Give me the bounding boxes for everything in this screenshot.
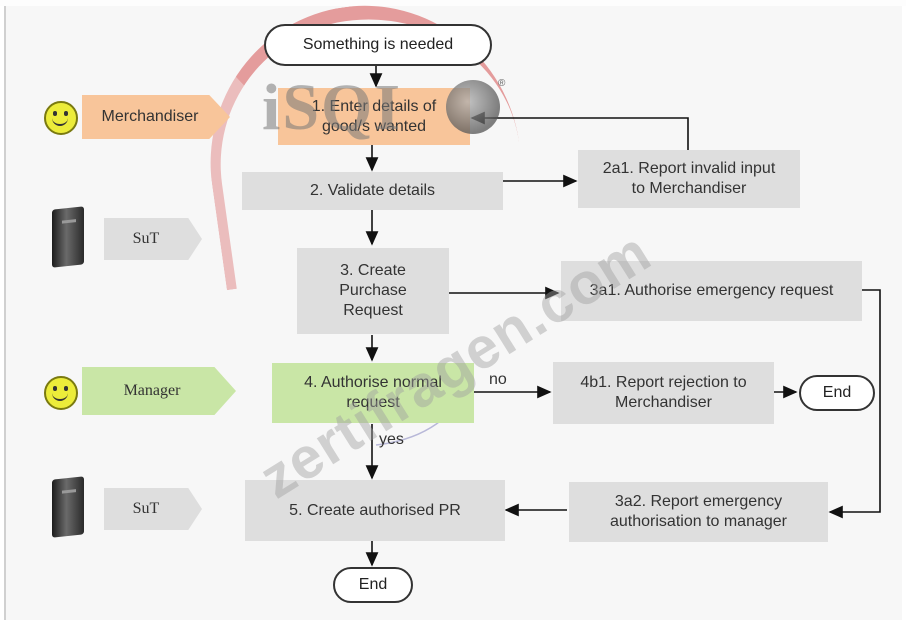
step-1-enter-details: 1. Enter details of good/s wanted	[278, 88, 470, 145]
step-2a1-report-invalid: 2a1. Report invalid input to Merchandise…	[578, 150, 800, 208]
step-3-label: 3. Create Purchase Request	[339, 262, 407, 319]
end-node-1: End	[799, 375, 875, 411]
step-4-label: 4. Authorise normal request	[304, 374, 442, 411]
end-node-2: End	[333, 567, 413, 603]
step-4b1-report-rejection: 4b1. Report rejection to Merchandiser	[553, 362, 774, 424]
actor-merchandiser: Merchandiser	[82, 95, 230, 139]
step-4-authorise-normal: 4. Authorise normal request	[272, 363, 474, 423]
step-2a1-label: 2a1. Report invalid input to Merchandise…	[602, 160, 776, 197]
step-5-create-authorised-pr: 5. Create authorised PR	[245, 480, 505, 541]
step-2-validate: 2. Validate details	[242, 172, 503, 210]
registered-mark: ®	[498, 78, 506, 89]
step-3a2-label: 3a2. Report emergency authorisation to m…	[610, 493, 787, 530]
step-1-label: 1. Enter details of good/s wanted	[311, 97, 437, 135]
edge-label-no: no	[489, 371, 507, 388]
isqi-logo-watermark: iSQI	[262, 71, 403, 144]
manager-smiley-icon	[44, 376, 78, 410]
server-icon	[52, 476, 84, 538]
arrow-step2a1-to-step1	[470, 111, 689, 150]
actor-sut-1: SuT	[104, 218, 202, 260]
top-border	[0, 0, 906, 6]
arrow-step3a1-to-step3a2	[828, 289, 881, 519]
edge-label-yes: yes	[379, 431, 404, 448]
globe-icon	[446, 80, 500, 134]
actor-manager: Manager	[82, 367, 236, 415]
start-node: Something is needed	[264, 24, 492, 66]
step-3a1-authorise-emergency: 3a1. Authorise emergency request	[561, 261, 862, 321]
step-3-create-purchase-request: 3. Create Purchase Request	[297, 248, 449, 334]
server-icon	[52, 206, 84, 268]
merchandiser-smiley-icon	[44, 101, 78, 135]
actor-sut-2: SuT	[104, 488, 202, 530]
step-4b1-label: 4b1. Report rejection to Merchandiser	[580, 374, 747, 411]
step-3a2-report-emergency: 3a2. Report emergency authorisation to m…	[569, 482, 828, 542]
